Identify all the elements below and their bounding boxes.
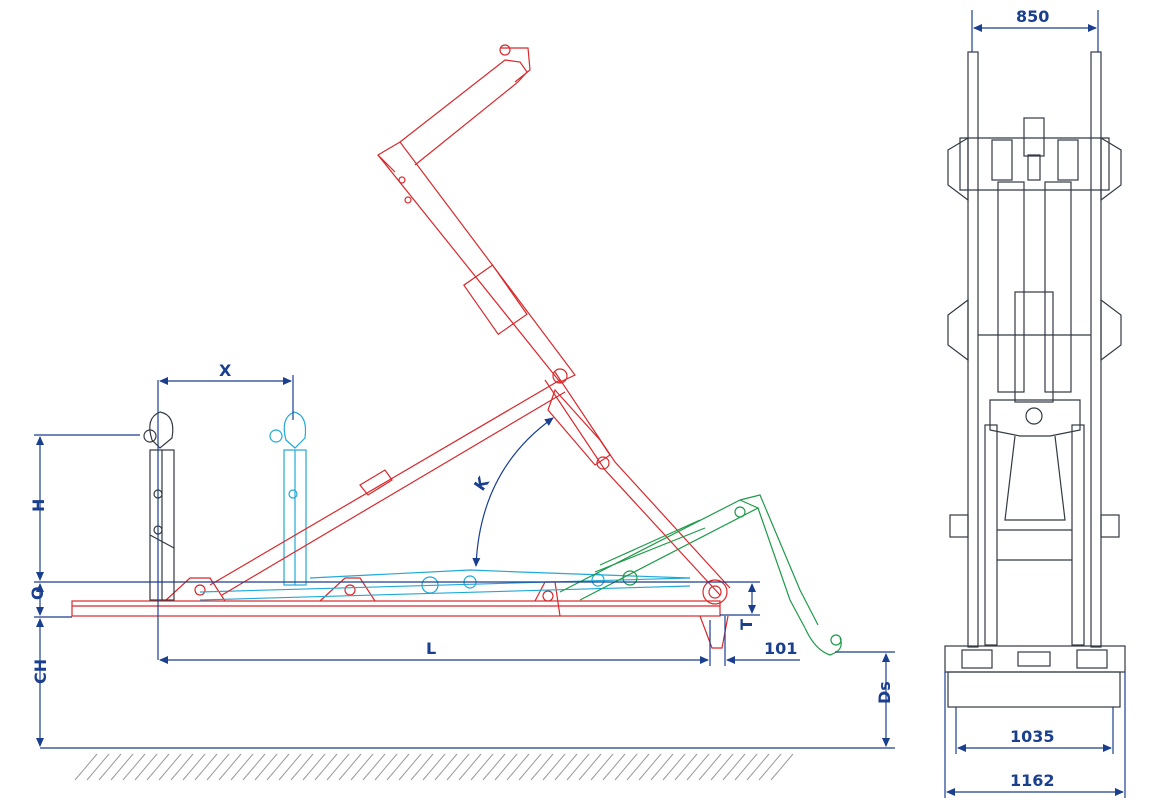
ground-hatch-line <box>326 753 350 781</box>
ground-hatch-line <box>158 753 182 781</box>
dimension-label-1162: 1162 <box>1010 771 1055 790</box>
rest-position-arm <box>143 411 175 601</box>
ground-hatch-line <box>74 753 98 781</box>
ground-hatch-line <box>662 753 686 781</box>
ground-hatch-line <box>770 753 794 781</box>
ground-hatch-line <box>134 753 158 781</box>
ground-hatch-line <box>194 753 218 781</box>
ground-hatch-line <box>746 753 770 781</box>
ground-hatch-line <box>290 753 314 781</box>
ground-hatch-line <box>566 753 590 781</box>
ground-hatch-line <box>758 753 782 781</box>
dimension-label-k: K <box>470 473 493 495</box>
ground-hatch-line <box>542 753 566 781</box>
ground-hatching <box>40 747 895 781</box>
ground-hatch-line <box>146 753 170 781</box>
ground-hatch-line <box>602 753 626 781</box>
ground-hatch-line <box>638 753 662 781</box>
ground-hatch-line <box>686 753 710 781</box>
ground-hatch-line <box>710 753 734 781</box>
ground-hatch-line <box>434 753 458 781</box>
dimension-label-1035: 1035 <box>1010 727 1055 746</box>
ground-hatch-line <box>110 753 134 781</box>
dimension-label-x: X <box>219 361 232 380</box>
dimension-label-ch: CH <box>31 659 50 684</box>
ground-hatch-line <box>386 753 410 781</box>
ground-hatch-line <box>506 753 530 781</box>
dimension-label-ds: Ds <box>875 681 894 704</box>
ground-hatch-line <box>242 753 266 781</box>
ground-hatch-line <box>230 753 254 781</box>
ground-hatch-line <box>674 753 698 781</box>
ground-hatch-line <box>458 753 482 781</box>
ground-hatch-line <box>590 753 614 781</box>
ground-hatch-line <box>350 753 374 781</box>
ground-hatch-line <box>554 753 578 781</box>
dimension-lines-rear <box>944 10 1126 798</box>
dimension-label-l: L <box>426 639 436 658</box>
ground-hatch-line <box>578 753 602 781</box>
ground-hatch-line <box>374 753 398 781</box>
ground-hatch-line <box>122 753 146 781</box>
ground-hatch-line <box>398 753 422 781</box>
rear-hook-arm <box>559 494 842 656</box>
dimension-lines-side <box>34 375 895 747</box>
dimension-label-t: T <box>737 619 756 630</box>
subframe <box>71 577 729 649</box>
ground-hatch-line <box>170 753 194 781</box>
ground-hatch-line <box>422 753 446 781</box>
ground-hatch-line <box>86 753 110 781</box>
ground-hatch-line <box>470 753 494 781</box>
dimension-label-850: 850 <box>1016 7 1049 26</box>
side-view: X H O CH L T K 101 Ds <box>28 44 895 747</box>
ground-hatch-line <box>614 753 638 781</box>
ground-hatch-line <box>278 753 302 781</box>
ground-hatch-line <box>266 753 290 781</box>
ground-hatch-line <box>218 753 242 781</box>
ground-hatch-line <box>446 753 470 781</box>
dimension-label-h: H <box>29 499 48 512</box>
rear-view: 850 1035 1162 <box>944 7 1126 798</box>
dimension-label-o: O <box>28 586 47 600</box>
tipped-arm <box>209 44 731 605</box>
ground-hatch-line <box>206 753 230 781</box>
dimension-label-101: 101 <box>764 639 797 658</box>
ground-hatch-line <box>182 753 206 781</box>
ground-hatch-line <box>518 753 542 781</box>
ground-hatch-line <box>530 753 554 781</box>
intermediate-position-arm <box>199 411 691 601</box>
ground-hatch-line <box>362 753 386 781</box>
ground-hatch-line <box>338 753 362 781</box>
ground-hatch-line <box>314 753 338 781</box>
ground-hatch-line <box>698 753 722 781</box>
ground-hatch-line <box>302 753 326 781</box>
ground-hatch-line <box>98 753 122 781</box>
ground-hatch-line <box>626 753 650 781</box>
ground-hatch-line <box>722 753 746 781</box>
ground-hatch-line <box>494 753 518 781</box>
ground-hatch-line <box>254 753 278 781</box>
ground-hatch-line <box>410 753 434 781</box>
ground-hatch-line <box>734 753 758 781</box>
ground-hatch-line <box>482 753 506 781</box>
ground-hatch-line <box>650 753 674 781</box>
